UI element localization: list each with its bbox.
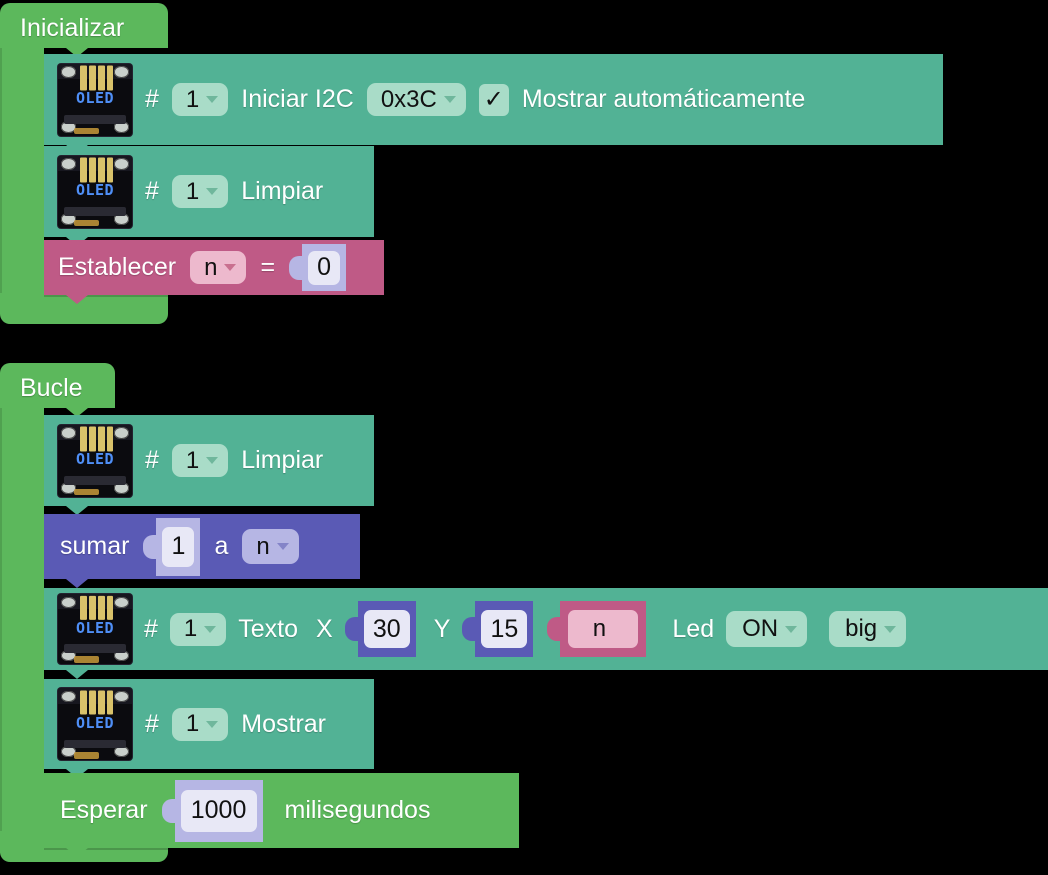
variable-dropdown[interactable]: n	[190, 251, 247, 284]
port-hash-label: #	[144, 614, 158, 643]
port-dropdown[interactable]: 1	[171, 444, 229, 477]
block-oled-display[interactable]: OLED # 1 Mostrar	[44, 679, 374, 778]
led-state-dropdown[interactable]: ON	[726, 611, 808, 647]
block-action-label: Limpiar	[241, 177, 324, 205]
number-reporter-x[interactable]: 30	[357, 601, 416, 657]
variable-dropdown-value: n	[256, 532, 270, 560]
chevron-down-icon	[443, 96, 456, 103]
led-label: Led	[672, 614, 715, 643]
wait-action-label: Esperar	[60, 796, 148, 824]
port-dropdown[interactable]: 1	[171, 83, 229, 116]
block-notch-bottom	[66, 670, 88, 679]
block-action-label: Mostrar	[241, 709, 326, 738]
port-dropdown-value: 1	[183, 615, 198, 642]
port-hash-label: #	[145, 85, 159, 113]
hat-label-bucle: Bucle	[20, 374, 83, 402]
oled-display-icon: OLED	[58, 688, 132, 760]
oled-display-icon: OLED	[58, 63, 132, 136]
script-spine-inicializar	[0, 48, 44, 293]
block-action-label: Texto	[238, 614, 299, 643]
block-notch-bottom	[66, 506, 88, 515]
hat-header-inicializar[interactable]	[0, 3, 168, 48]
chevron-down-icon	[206, 720, 219, 728]
oled-icon-text: OLED	[75, 619, 115, 638]
number-reporter-wait[interactable]: 1000	[174, 779, 263, 842]
change-action-label: sumar	[60, 532, 130, 560]
y-coordinate-label: Y	[433, 614, 451, 643]
i2c-address-dropdown[interactable]: 0x3C	[366, 83, 466, 116]
led-state-value: ON	[742, 615, 779, 642]
chevron-down-icon	[206, 96, 219, 103]
port-hash-label: #	[145, 709, 159, 738]
block-variable-change[interactable]: sumar 1 a n	[44, 514, 360, 588]
block-notch-bottom	[66, 848, 88, 857]
oled-icon-text: OLED	[75, 450, 115, 469]
port-hash-label: #	[145, 177, 159, 205]
wait-unit-label: milisegundos	[284, 796, 431, 824]
hat-label-inicializar: Inicializar	[20, 14, 125, 42]
chevron-down-icon	[224, 264, 237, 271]
block-wait[interactable]: Esperar 1000 milisegundos	[44, 773, 519, 857]
block-variable-set[interactable]: Establecer n = 0	[44, 240, 384, 304]
port-dropdown[interactable]: 1	[171, 707, 229, 741]
hat-header-bucle[interactable]	[0, 363, 115, 408]
mouth-notch-inicializar	[66, 48, 88, 57]
oled-display-icon: OLED	[58, 424, 132, 497]
i2c-address-value: 0x3C	[380, 85, 437, 113]
chevron-down-icon	[884, 625, 897, 633]
block-action-label: Limpiar	[241, 446, 324, 474]
auto-display-label: Mostrar automáticamente	[521, 85, 806, 113]
port-hash-label: #	[145, 446, 159, 474]
number-reporter-amount[interactable]: 1	[156, 517, 201, 576]
chevron-down-icon	[206, 457, 219, 464]
number-reporter-y[interactable]: 15	[475, 601, 534, 657]
block-oled-text[interactable]: OLED # 1 Texto X 30 Y 15 n Led ON big	[44, 588, 1048, 679]
block-oled-begin[interactable]: OLED # 1 Iniciar I2C 0x3C ✓ Mostrar auto…	[44, 54, 943, 154]
variable-dropdown[interactable]: n	[242, 529, 299, 564]
number-value-field[interactable]: 1000	[180, 789, 257, 832]
set-action-label: Establecer	[58, 253, 177, 281]
number-value-field[interactable]: 30	[363, 610, 410, 648]
block-notch-bottom	[66, 579, 88, 588]
number-value-field[interactable]: 0	[308, 250, 341, 285]
text-size-value: big	[845, 615, 878, 642]
script-bucle[interactable]: Bucle	[0, 363, 170, 875]
block-oled-clear-loop[interactable]: OLED # 1 Limpiar	[44, 415, 374, 515]
port-dropdown[interactable]: 1	[171, 175, 229, 208]
preposition-label: a	[214, 532, 229, 560]
chevron-down-icon	[206, 188, 219, 195]
script-spine-bucle	[0, 408, 44, 853]
variable-dropdown[interactable]: n	[568, 610, 639, 648]
oled-display-icon: OLED	[58, 155, 132, 228]
oled-icon-text: OLED	[75, 89, 115, 108]
port-dropdown-value: 1	[185, 85, 200, 113]
variable-dropdown-value: n	[592, 615, 607, 642]
auto-display-checkbox[interactable]: ✓	[478, 83, 509, 116]
assignment-operator: =	[260, 253, 276, 281]
block-action-label: Iniciar I2C	[241, 85, 354, 113]
block-oled-clear-setup[interactable]: OLED # 1 Limpiar	[44, 146, 374, 246]
x-coordinate-label: X	[316, 614, 333, 643]
port-dropdown-value: 1	[185, 177, 200, 205]
oled-display-icon: OLED	[58, 594, 132, 664]
number-reporter-zero[interactable]: 0	[302, 244, 347, 291]
chevron-down-icon	[204, 625, 217, 633]
chevron-down-icon	[785, 625, 798, 633]
mouth-notch-bucle	[66, 408, 88, 417]
block-notch-bottom	[66, 295, 88, 304]
number-value-field[interactable]: 1	[162, 526, 195, 567]
variable-reporter-n[interactable]: n	[560, 601, 647, 657]
port-dropdown-value: 1	[185, 710, 200, 737]
oled-icon-text: OLED	[75, 713, 115, 732]
chevron-down-icon	[276, 543, 289, 550]
oled-icon-text: OLED	[75, 181, 115, 200]
port-dropdown-value: 1	[185, 446, 200, 474]
port-dropdown[interactable]: 1	[169, 612, 227, 646]
number-value-field[interactable]: 15	[481, 610, 528, 648]
text-size-dropdown[interactable]: big	[829, 611, 907, 647]
variable-dropdown-value: n	[204, 253, 218, 281]
